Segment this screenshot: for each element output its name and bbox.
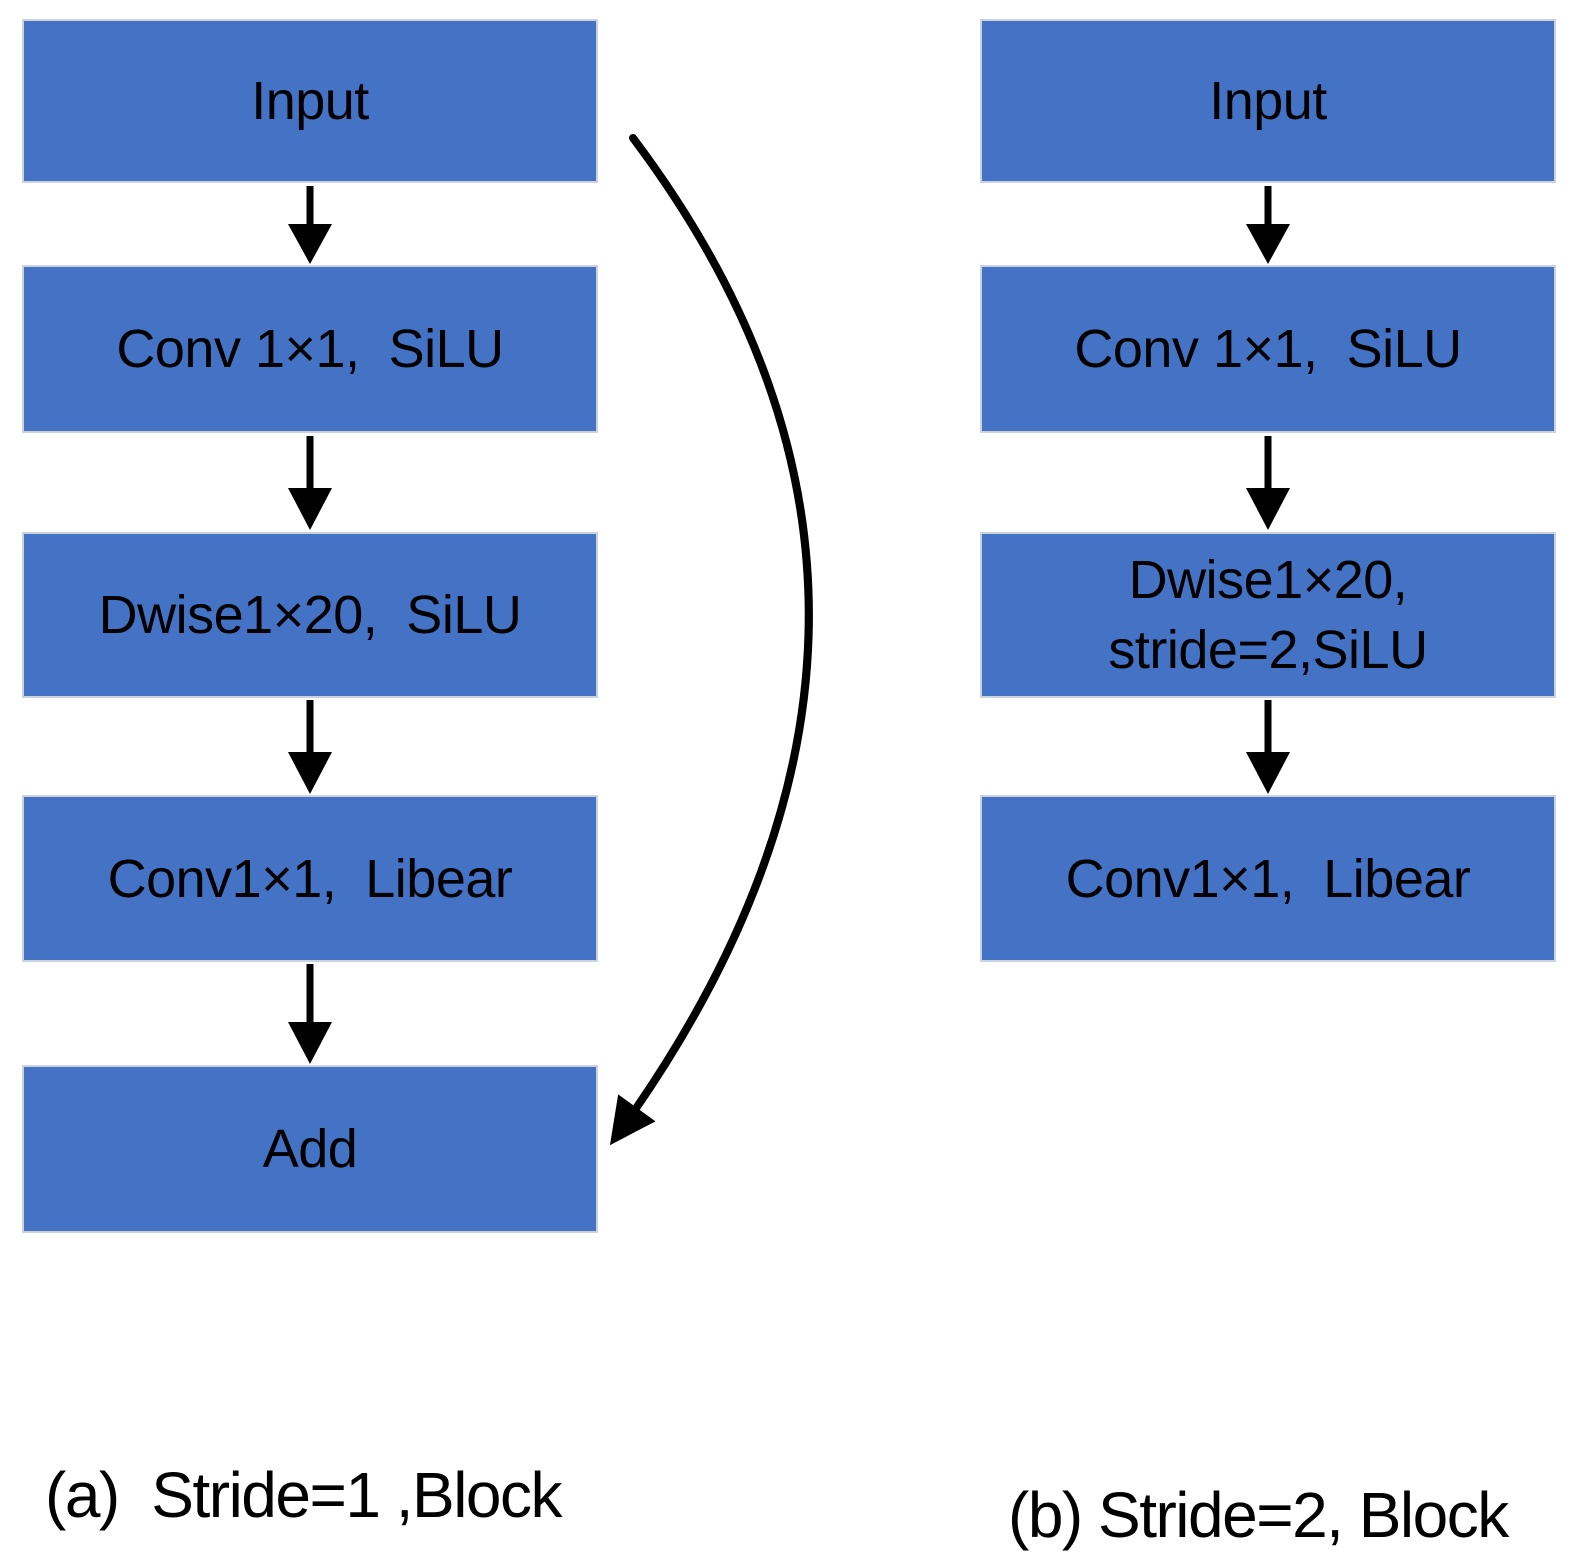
node-b-input-label: Input — [1209, 71, 1327, 131]
node-a-add: Add — [22, 1065, 598, 1233]
node-b-conv-project-label: Conv1×1, Libear — [1065, 848, 1471, 909]
down-arrow-b3-icon — [1246, 700, 1290, 794]
node-b-conv-project: Conv1×1, Libear — [980, 795, 1556, 962]
caption-a: (a) Stride=1 ,Block — [45, 1459, 563, 1531]
node-a-add-label: Add — [262, 1119, 358, 1179]
node-a-input-label: Input — [251, 71, 369, 131]
node-a-dwise-label: Dwise1×20, SiLU — [98, 585, 522, 645]
down-arrow-b1-icon — [1246, 186, 1290, 264]
node-b-input: Input — [980, 19, 1556, 183]
node-b-conv-expand-label: Conv 1×1, SiLU — [1074, 319, 1462, 379]
skip-connection-arrow-icon — [609, 134, 813, 1146]
node-b-dwise-line1: Dwise1×20, — [1128, 550, 1408, 610]
down-arrow-a1-icon — [288, 186, 332, 264]
node-a-conv-project: Conv1×1, Libear — [22, 795, 598, 962]
node-b-dwise-line2: stride=2,SiLU — [1108, 620, 1428, 680]
caption-b: (b) Stride=2, Block — [1008, 1479, 1509, 1551]
down-arrow-a3-icon — [288, 700, 332, 794]
down-arrow-b2-icon — [1246, 436, 1290, 530]
node-a-conv-expand-label: Conv 1×1, SiLU — [116, 319, 504, 379]
down-arrow-a4-icon — [288, 964, 332, 1064]
node-a-dwise: Dwise1×20, SiLU — [22, 532, 598, 698]
node-a-input: Input — [22, 19, 598, 183]
node-a-conv-project-label: Conv1×1, Libear — [107, 848, 513, 909]
node-a-conv-expand: Conv 1×1, SiLU — [22, 265, 598, 433]
node-b-conv-expand: Conv 1×1, SiLU — [980, 265, 1556, 433]
node-b-dwise: Dwise1×20, stride=2,SiLU — [980, 532, 1556, 698]
down-arrow-a2-icon — [288, 436, 332, 530]
